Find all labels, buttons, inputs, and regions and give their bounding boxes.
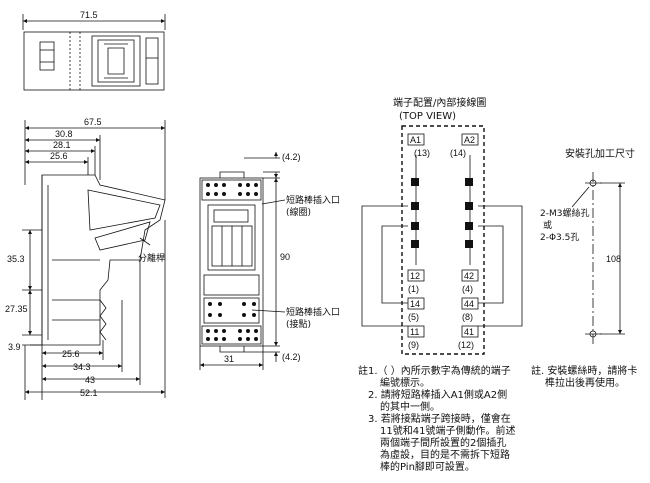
top-view: [22, 14, 166, 91]
term-8: (8): [462, 312, 473, 322]
side-view: [22, 120, 166, 400]
term-44: 44: [464, 299, 474, 309]
side-dim-25-6-bottom: 25.6: [62, 349, 80, 359]
note-3-line-5: 棒的Pin腳即可設置。: [380, 462, 475, 473]
note-1-line-2: 編號標示。: [380, 378, 430, 389]
side-dim-34-3: 34.3: [73, 362, 91, 372]
term-a1: A1: [410, 135, 421, 145]
side-dim-30-8: 30.8: [55, 129, 73, 139]
mounting-note-line-1: 註. 安裝螺絲時，請將卡: [531, 366, 638, 377]
note-2-line-2: 的其中一側。: [380, 402, 440, 413]
term-12: 12: [410, 271, 420, 281]
term-41: 41: [464, 327, 474, 337]
term-11: 11: [410, 327, 419, 337]
front-dim-top: (4.2): [282, 152, 301, 162]
mounting-title: 安裝孔加工尺寸: [565, 147, 635, 160]
note-1-line-1: 註1.（ ）內所示數字為傳統的端子: [358, 366, 511, 377]
term-14: 14: [410, 299, 420, 309]
term-12-old: (12): [458, 340, 474, 350]
mounting-note-line-2: 榫拉出後再使用。: [545, 378, 625, 389]
side-dim-52-1: 52.1: [80, 388, 98, 398]
note-3-line-1: 3. 若將接點端子跨接時，僅會在: [368, 414, 511, 425]
note-3-line-2: 11號和41號端子側動作。前述: [380, 426, 516, 437]
terminal-title: 端子配置/內部接線圖: [393, 96, 486, 109]
mounting-notes: 註. 安裝螺絲時，請將卡 榫拉出後再使用。: [531, 366, 649, 390]
coil-slot-sublabel: (線圈): [286, 206, 311, 218]
top-width-dim: 71.5: [80, 10, 98, 20]
terminal-diagram: [361, 125, 523, 355]
coil-slot-label: 短路棒插入口: [286, 194, 340, 206]
terminal-notes: 註1.（ ）內所示數字為傳統的端子 編號標示。 2. 請將短路棒插入A1側或A2…: [358, 366, 528, 474]
mounting-hole-1: 2-M3螺絲孔: [540, 207, 589, 219]
front-dim-height: 90: [280, 252, 290, 262]
side-dim-67-5: 67.5: [84, 117, 102, 127]
side-dim-25-6-top: 25.6: [50, 151, 68, 161]
note-3-line-4: 為虛設，目的是不需拆下短路: [380, 450, 510, 461]
mounting-dim: 108: [606, 254, 621, 264]
side-dim-27-35: 27.35: [5, 304, 28, 314]
term-5: (5): [408, 312, 419, 322]
front-view: [199, 152, 286, 370]
side-dim-35-3: 35.3: [7, 254, 25, 264]
note-2-line-1: 2. 請將短路棒插入A1側或A2側: [368, 390, 508, 401]
term-42: 42: [464, 271, 474, 281]
term-13: (13): [414, 148, 430, 158]
mounting-hole-2: 或: [543, 219, 552, 231]
contact-slot-sublabel: (接點): [286, 318, 311, 330]
side-dim-43: 43: [85, 375, 95, 385]
term-14-old: (14): [450, 148, 466, 158]
mounting-drawing: [571, 172, 625, 345]
note-3-line-3: 兩個端子間所設置的2個插孔: [380, 438, 507, 449]
lever-label: 分離桿: [138, 252, 165, 264]
terminal-pins: [411, 178, 473, 248]
contact-slot-label: 短路棒插入口: [286, 306, 340, 318]
side-dim-28-1: 28.1: [53, 140, 71, 150]
mounting-hole-3: 2-Φ3.5孔: [540, 232, 579, 243]
front-dim-bottom: (4.2): [282, 352, 301, 362]
terminal-subtitle: (TOP VIEW): [399, 111, 456, 122]
term-9: (9): [408, 340, 419, 350]
term-1: (1): [408, 284, 419, 294]
term-4: (4): [462, 284, 473, 294]
front-dim-width: 31: [224, 354, 234, 364]
side-dim-3-9: 3.9: [8, 342, 21, 352]
term-a2: A2: [464, 135, 475, 145]
front-terminal-screws: [206, 183, 258, 341]
